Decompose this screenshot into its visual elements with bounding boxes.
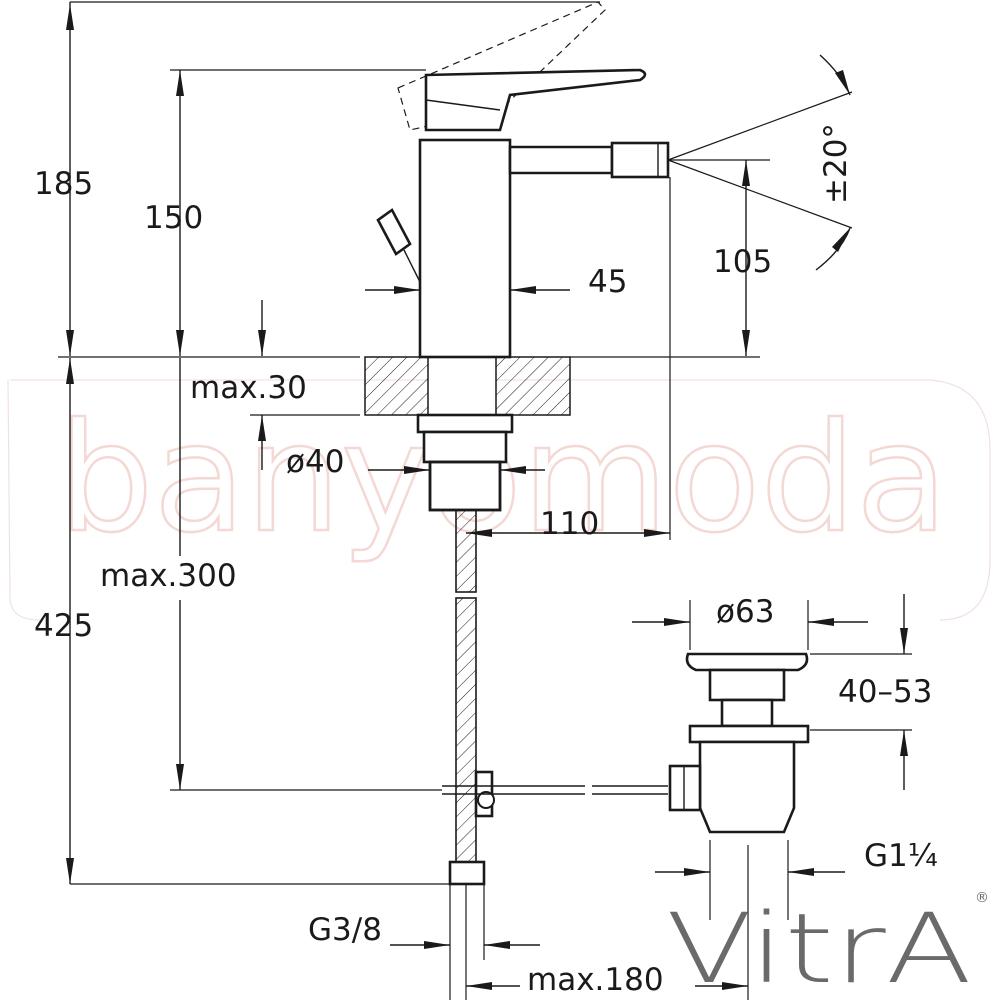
dim-spout-height: 105: [713, 244, 772, 280]
dim-body-width: 45: [588, 264, 627, 300]
dim-max-rod: max.300: [100, 558, 237, 594]
dim-waste-range: 40–53: [838, 674, 932, 710]
dim-waste-thread: G1¼: [864, 838, 938, 874]
dim-total-height: 185: [34, 166, 93, 202]
dim-spout-reach: 110: [540, 506, 599, 542]
registered-mark: ®: [975, 890, 989, 906]
vitra-logo: VitrA: [666, 893, 972, 1000]
deck-section: [364, 356, 571, 416]
dim-max-distance: max.180: [527, 962, 664, 998]
dim-spray-angle: ±20°: [818, 123, 854, 204]
dim-below-height: 425: [34, 608, 93, 644]
dim-hose-thread: G3/8: [308, 912, 382, 948]
dimension-lines: [58, 1, 912, 1000]
dim-waste-diameter: ø63: [716, 594, 774, 630]
dim-max-deck: max.30: [190, 370, 307, 406]
mixer-body: [376, 1, 670, 359]
watermark-frame: [7, 379, 991, 621]
dim-handle-height: 150: [144, 200, 203, 236]
pop-up-waste: [668, 652, 810, 834]
dim-hole-diameter: ø40: [286, 444, 344, 480]
under-deck-fittings: [416, 413, 668, 886]
